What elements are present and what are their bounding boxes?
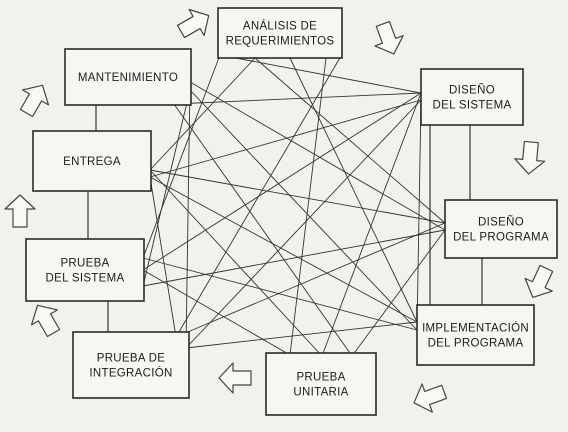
phase-box-frame [25,238,145,302]
phase-label-line: DEL PROGRAMA [428,338,524,350]
cycle-arrow-icon [524,264,554,299]
cycle-arrow-icon [218,362,252,394]
phase-label-line: UNITARIA [293,387,348,399]
phase-box-frame [32,130,152,192]
phase-link [149,169,323,357]
phase-box-frame [265,352,377,416]
phase-label-line: MANTENIMIENTO [78,72,178,84]
phase-label-line: PRUEBA [296,372,345,384]
cycle-arrow-icon [176,8,210,39]
phase-box-frame [416,304,535,366]
phase-box-diseno-sistema: DISEÑO DEL SISTEMA [420,68,524,126]
phase-link [189,81,446,231]
phase-link [149,176,418,323]
phase-links [142,54,446,357]
phase-box-frame [64,48,192,106]
phase-box-frame [72,331,190,399]
phase-box-prueba-sistema: PRUEBA DEL SISTEMA [25,238,145,302]
phase-link [142,54,221,259]
phase-box-prueba-integracion: PRUEBA DE INTEGRACIÓN [72,331,190,399]
phase-box-prueba-unitaria: PRUEBA UNITARIA [265,352,377,416]
phase-label-line: INTEGRACIÓN [89,367,172,380]
phase-link [321,92,422,357]
phase-link [185,321,418,349]
cycle-arrow-icon [19,84,50,118]
phase-link [175,222,446,338]
phase-box-implementacion: IMPLEMENTACIÓN DEL PROGRAMA [416,304,535,366]
phase-box-frame [444,199,558,259]
phase-label-line: DISEÑO [449,84,495,97]
phase-label-line: DISEÑO [478,216,524,229]
phase-link [149,99,422,178]
phase-boxes: ANÁLISIS DE REQUERIMIENTOS DISEÑO DEL SISTE… [25,7,558,416]
phase-link [289,57,418,323]
cycle-arrow-icon [30,304,61,338]
phase-label-line: ENTREGA [63,156,121,168]
phase-link [289,57,327,356]
cycle-arrow-icon [514,140,546,175]
phase-link [173,103,353,357]
phase-link [185,99,422,349]
phase-box-mantenimiento: MANTENIMIENTO [64,48,192,106]
phase-link [351,229,446,357]
phase-link [149,176,177,338]
phase-link [149,169,446,224]
phase-box-frame [217,7,343,59]
phase-link [189,89,418,331]
phase-label-line: ANÁLISIS DE [243,20,317,33]
phase-label-line: DEL SISTEMA [46,273,125,285]
phase-box-diseno-programa: DISEÑO DEL PROGRAMA [444,199,558,259]
phase-label-line: DEL SISTEMA [433,100,512,112]
cycle-arrows [4,8,554,413]
phase-link [149,57,256,171]
phase-box-analisis: ANÁLISIS DE REQUERIMIENTOS [217,7,343,59]
phase-link [173,92,422,105]
phase-label-line: PRUEBA DE [97,353,166,365]
phase-link [142,92,422,271]
cycle-arrow-icon [374,20,404,55]
phase-label-line: PRUEBA [60,258,109,270]
phase-label-line: DEL PROGRAMA [453,232,549,244]
phase-label-line: IMPLEMENTACIÓN [422,322,529,335]
cycle-arrow-icon [413,383,448,413]
phase-link [142,89,191,287]
phase-box-frame [420,68,524,126]
phase-link [142,257,418,331]
phase-link [219,54,422,94]
phase-link [254,57,446,224]
phase-link [142,229,446,287]
phase-link [185,81,191,349]
phase-box-entrega: ENTREGA [32,130,152,192]
phase-label-line: REQUERIMIENTOS [226,36,335,48]
cycle-arrow-icon [4,194,36,228]
